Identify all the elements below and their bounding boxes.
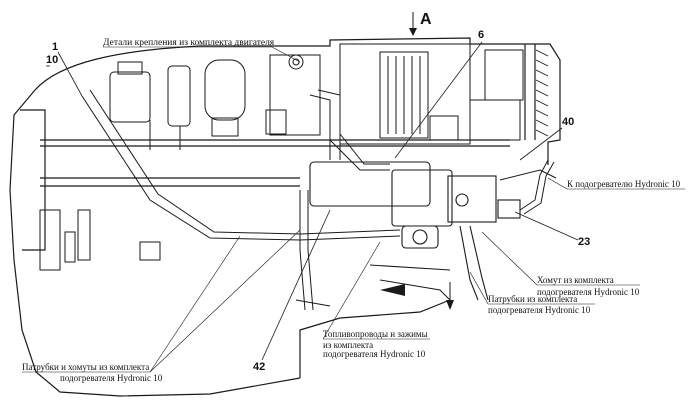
svg-text:подогревателя Hydronic 10: подогревателя Hydronic 10 <box>537 287 640 297</box>
svg-text:подогревателя Hydronic 10: подогревателя Hydronic 10 <box>60 373 163 383</box>
svg-text:6: 6 <box>478 29 484 41</box>
engine-housing <box>339 43 524 145</box>
svg-text:подогревателя Hydronic 10: подогревателя Hydronic 10 <box>323 349 426 359</box>
pipes <box>81 89 555 311</box>
heater-unit <box>309 161 521 301</box>
label-engine-fasteners: Детали крепления из комплекта двигателя <box>103 38 301 63</box>
label-clamp: Хомут из комплекта подогревателя Hydroni… <box>481 231 640 297</box>
svg-text:из комплекта: из комплекта <box>323 340 373 350</box>
callout-42: 42 <box>253 209 331 373</box>
radiator-hatch <box>535 49 549 137</box>
svg-text:Патрубки и хомуты из комплекта: Патрубки и хомуты из комплекта <box>22 362 149 372</box>
svg-text:К подогревателю Hydronic 10: К подогревателю Hydronic 10 <box>567 179 681 189</box>
outlet-arrow <box>446 282 454 310</box>
brackets <box>39 209 161 271</box>
flow-arrow <box>380 284 405 296</box>
fuel-line <box>295 264 451 307</box>
heater-cable <box>499 169 557 181</box>
svg-text:42: 42 <box>253 361 265 373</box>
svg-text:Патрубки из комплекта: Патрубки из комплекта <box>488 294 577 304</box>
svg-text:1: 1 <box>52 41 58 53</box>
svg-text:Хомут из комплекта: Хомут из комплекта <box>537 275 614 285</box>
svg-text:40: 40 <box>562 116 574 128</box>
label-fuel-lines: Топливопроводы и зажимы из комплекта под… <box>322 241 430 359</box>
svg-text:Топливопроводы и зажимы: Топливопроводы и зажимы <box>323 329 428 339</box>
label-pipes-clamps: Патрубки и хомуты из комплекта подогрева… <box>22 229 301 383</box>
svg-text:Детали крепления из комплекта: Детали крепления из комплекта двигателя <box>103 38 275 48</box>
callout-1: 1 <box>52 41 83 97</box>
svg-text:10: 10 <box>46 54 58 66</box>
label-to-heater: К подогревателю Hydronic 10 <box>547 177 685 190</box>
view-arrow-a: A <box>409 11 432 36</box>
view-label: A <box>420 11 432 28</box>
callout-6: 6 <box>394 29 484 159</box>
callout-10: 10 <box>46 54 58 67</box>
frame-outline <box>9 37 561 397</box>
callout-23: 23 <box>514 211 590 248</box>
label-pipes: Патрубки из комплекта подогревателя Hydr… <box>469 271 595 315</box>
left-components <box>109 54 321 150</box>
svg-text:подогревателя Hydronic 10: подогревателя Hydronic 10 <box>488 305 591 315</box>
svg-text:23: 23 <box>578 236 590 248</box>
callout-40: 40 <box>519 116 574 161</box>
